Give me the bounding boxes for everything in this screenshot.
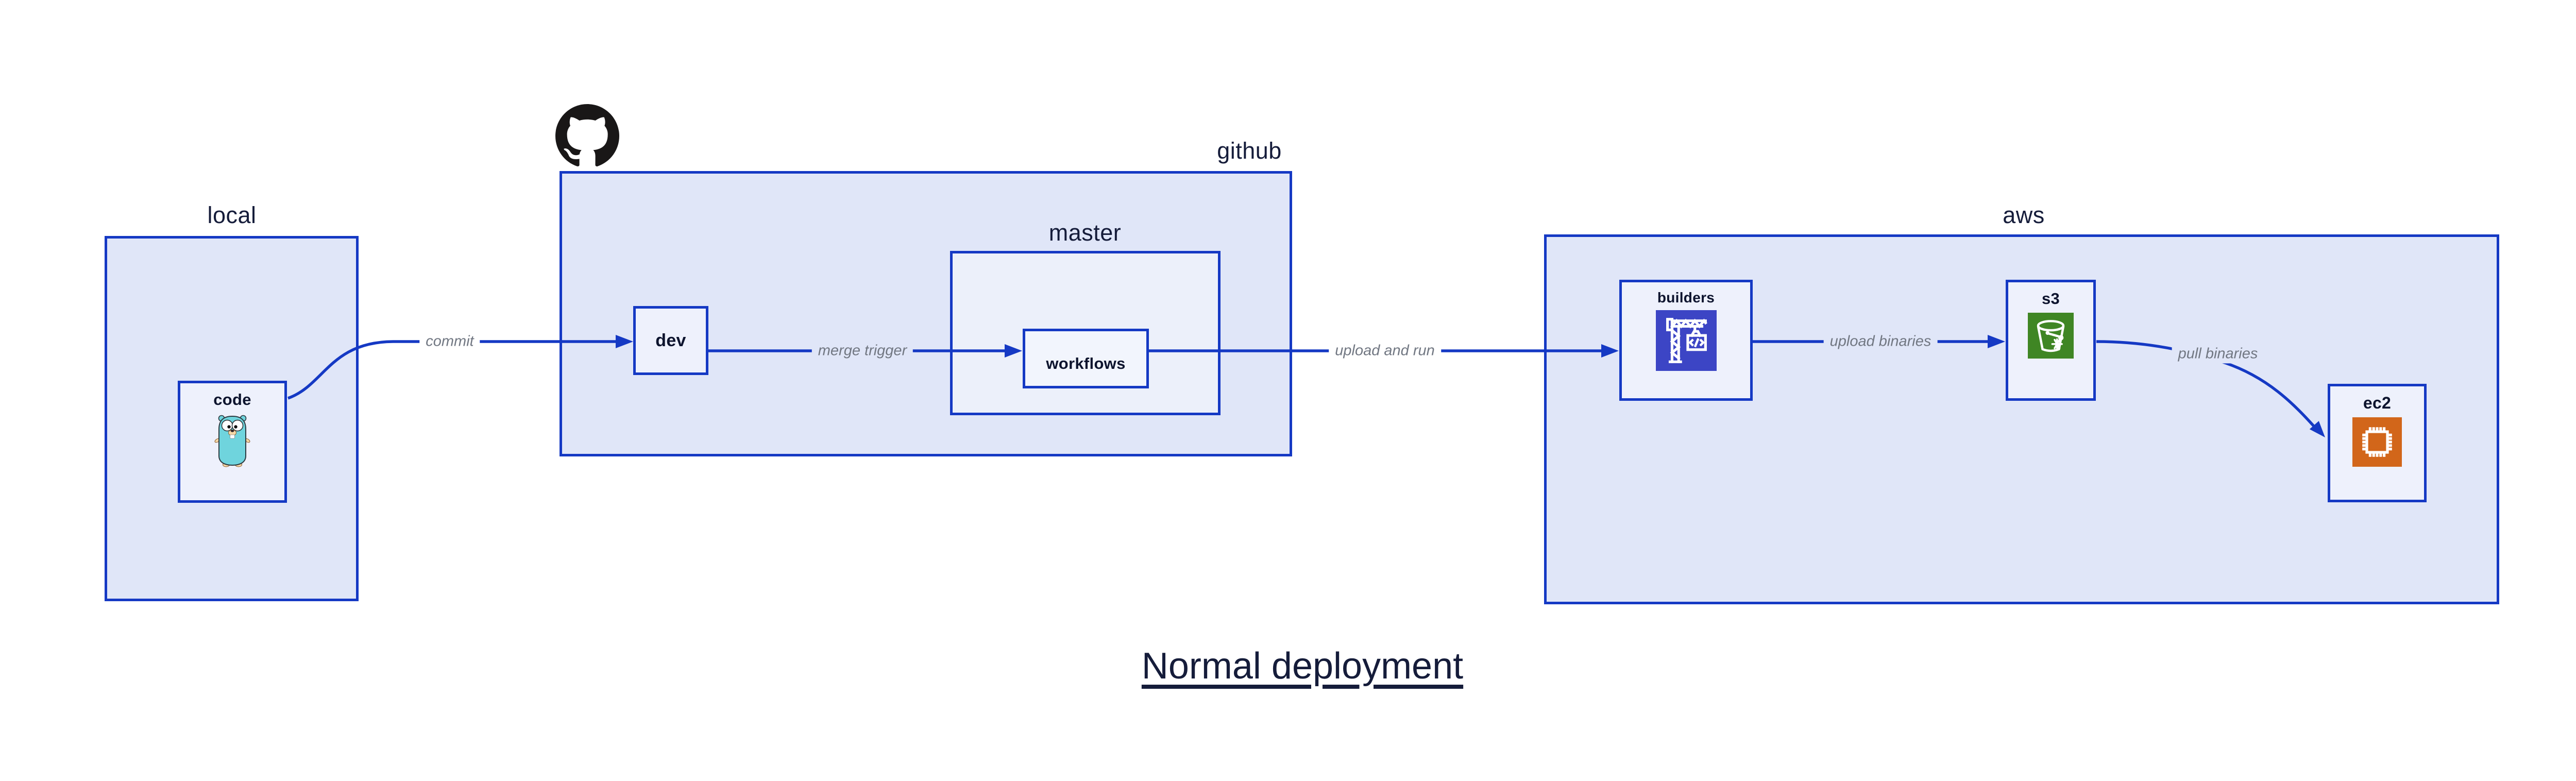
edge-upload-and-run-label: upload and run xyxy=(1329,341,1441,361)
node-builders-label: builders xyxy=(1657,290,1715,305)
ec2-chip-icon xyxy=(2352,417,2402,467)
edge-commit-label: commit xyxy=(419,332,480,351)
github-octocat-icon xyxy=(555,104,619,171)
node-ec2: ec2 xyxy=(2328,384,2427,502)
codebuild-crane-icon xyxy=(1655,310,1717,371)
arrowhead-into-builders xyxy=(1601,344,1619,358)
s3-glacier-bucket-icon xyxy=(2028,313,2074,359)
github-group-label: github xyxy=(1217,138,1282,164)
node-dev-label: dev xyxy=(655,331,686,350)
arrowhead-into-dev xyxy=(616,335,633,348)
edge-merge-trigger-label: merge trigger xyxy=(811,341,913,361)
arrowhead-into-ec2 xyxy=(2309,421,2325,437)
node-dev: dev xyxy=(633,306,708,375)
diagram-title: Normal deployment xyxy=(1141,646,1464,687)
node-workflows-label: workflows xyxy=(1046,354,1126,372)
node-ec2-label: ec2 xyxy=(2363,394,2392,412)
master-branch-label: master xyxy=(1048,219,1122,246)
go-gopher-icon xyxy=(214,415,250,467)
node-code-label: code xyxy=(213,390,251,409)
edge-pull-binaries-label: pull binaries xyxy=(2172,344,2264,364)
node-s3: s3 xyxy=(2006,280,2096,401)
local-group-label: local xyxy=(207,202,257,228)
arrowhead-into-workflows xyxy=(1005,344,1022,358)
node-workflows: workflows xyxy=(1023,329,1149,388)
node-s3-label: s3 xyxy=(2041,290,2060,308)
arrowhead-into-s3 xyxy=(1988,335,2005,348)
edge-commit-line xyxy=(287,340,616,400)
node-code: code xyxy=(178,381,287,503)
aws-group-label: aws xyxy=(2003,202,2045,228)
edge-upload-binaries-label: upload binaries xyxy=(1823,332,1938,351)
node-builders: builders xyxy=(1619,280,1753,401)
